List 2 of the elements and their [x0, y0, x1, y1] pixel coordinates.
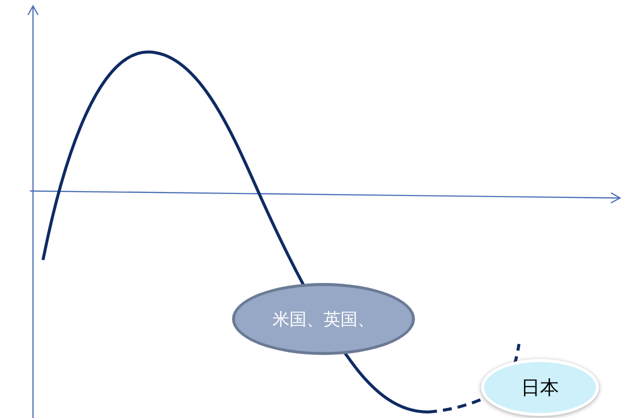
node-label: 日本 — [521, 376, 559, 400]
node-label: 米国、英国、 — [272, 308, 374, 330]
